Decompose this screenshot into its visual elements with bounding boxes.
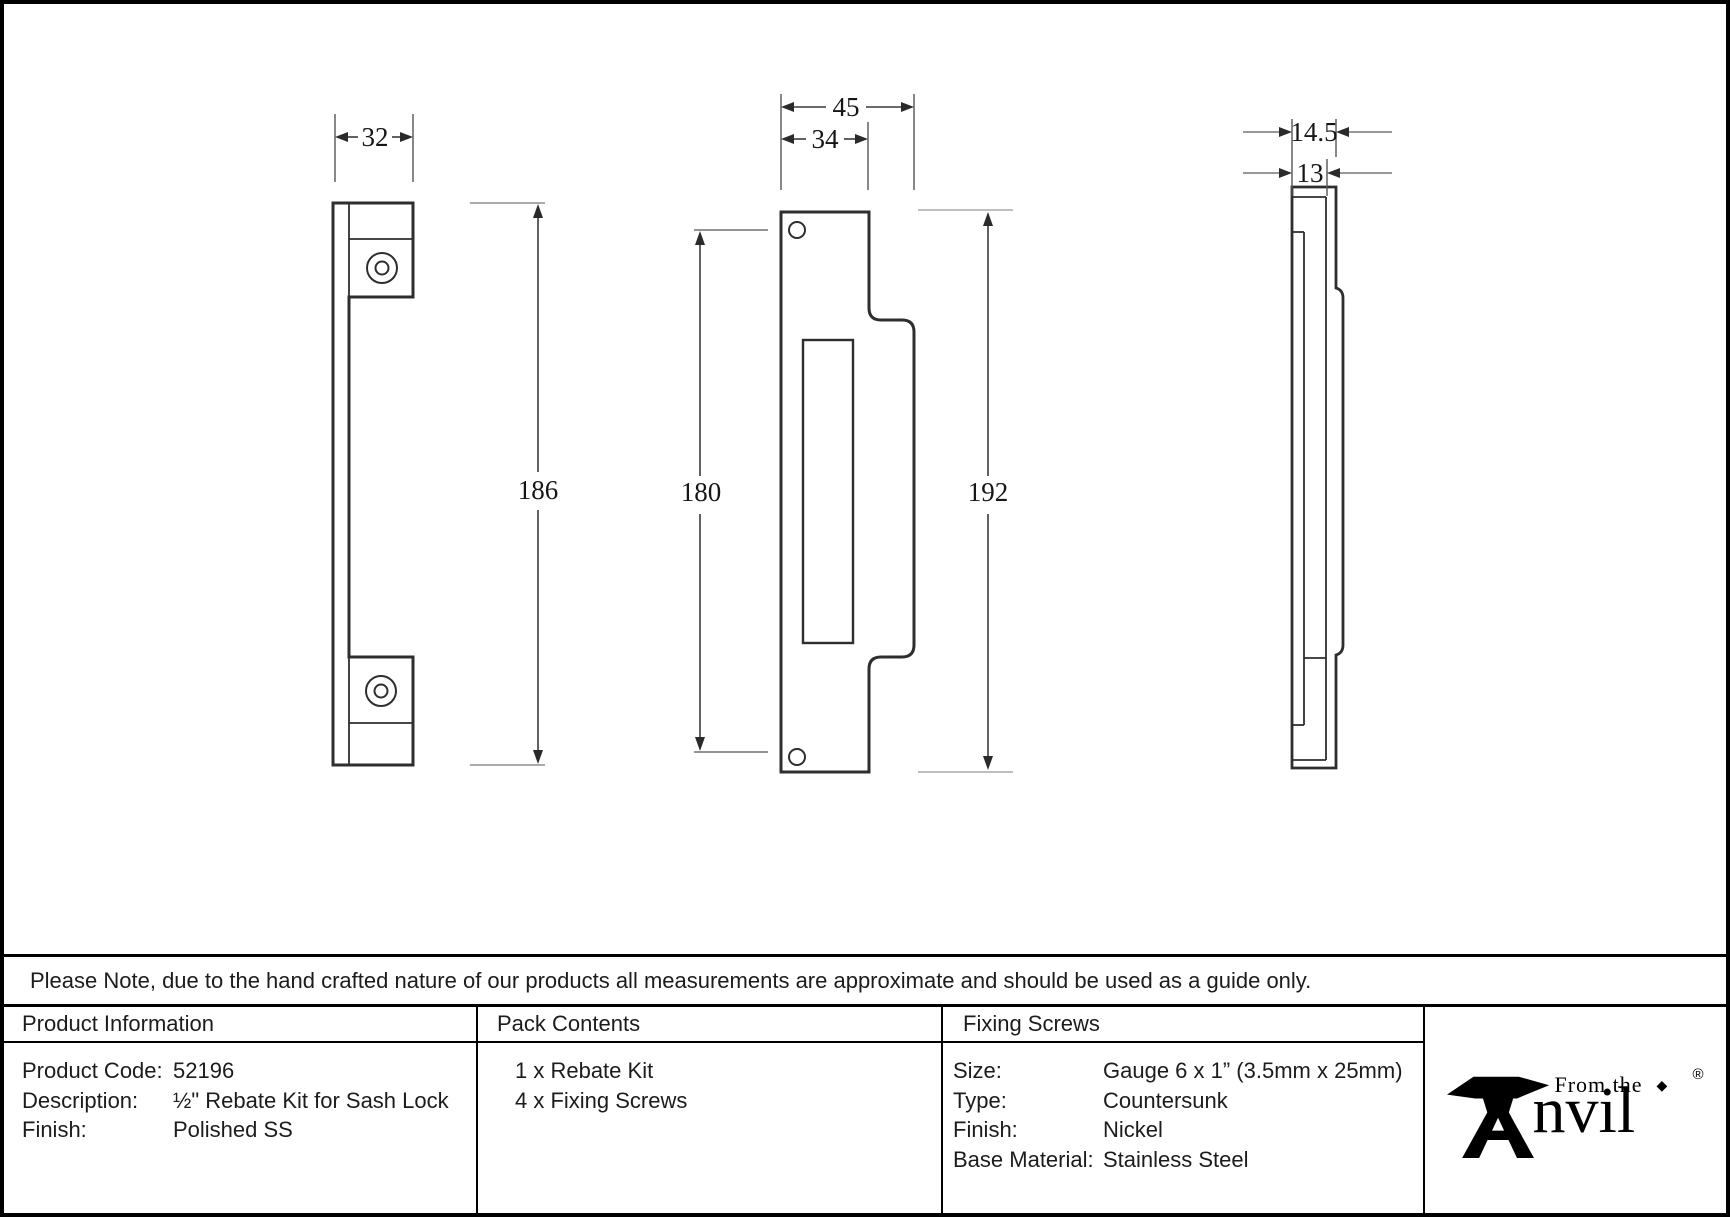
dim-label-186: 186	[518, 475, 559, 505]
row-label: Finish:	[953, 1117, 1018, 1142]
screw-type-value: Countersunk	[1103, 1087, 1228, 1113]
dim-34: 34	[781, 122, 869, 190]
anvil-logo: From the ◆ nvil ®	[1446, 1050, 1709, 1175]
dim-45: 45	[780, 92, 915, 190]
logo-brand-text: nvil	[1532, 1073, 1636, 1147]
screw-hole-icon	[366, 252, 398, 284]
dim-label-13: 13	[1297, 158, 1324, 188]
spec-table: Product Information Product Code: 52196 …	[0, 1007, 1730, 1217]
dim-180: 180	[681, 229, 768, 753]
latch-cutout	[801, 338, 855, 645]
row-label: Description:	[22, 1087, 139, 1113]
description-value: ½" Rebate Kit for Sash Lock	[173, 1087, 449, 1113]
dim-label-192: 192	[968, 477, 1009, 507]
dim-label-45: 45	[833, 92, 860, 122]
brand-logo-cell: From the ◆ nvil ®	[1425, 1007, 1730, 1217]
pack-contents-column: Pack Contents 1 x Rebate Kit 4 x Fixing …	[478, 1007, 943, 1217]
strike-plate-view	[779, 210, 916, 774]
side-profile-outline	[1290, 185, 1345, 770]
measurement-note: Please Note, due to the hand crafted nat…	[30, 967, 1312, 993]
strike-plate-outline	[779, 210, 916, 774]
technical-drawings: 32 186 45	[331, 92, 1392, 774]
row-label: Size:	[953, 1058, 1002, 1083]
dim-label-180: 180	[681, 477, 722, 507]
measurement-note-row: Please Note, due to the hand crafted nat…	[0, 954, 1730, 1007]
row-label: Product Code:	[22, 1058, 163, 1083]
product-information-header: Product Information	[0, 1007, 476, 1043]
screw-hole-icon	[788, 221, 806, 239]
dim-label-32: 32	[362, 122, 389, 152]
screw-hole-icon	[365, 675, 397, 707]
table-row: Product Code: 52196	[0, 1056, 476, 1086]
fixing-screws-column: Fixing Screws Size: Gauge 6 x 1” (3.5mm …	[943, 1007, 1425, 1217]
side-profile-inner-lines	[1292, 196, 1327, 761]
product-code-value: 52196	[173, 1058, 235, 1083]
rebate-strip-view	[331, 201, 415, 767]
diamond-icon: ◆	[1656, 1076, 1668, 1093]
dim-32: 32	[334, 114, 414, 182]
screw-finish-value: Nickel	[1103, 1117, 1163, 1142]
side-profile-view	[1290, 185, 1345, 770]
table-row: Description: ½" Rebate Kit for Sash Lock	[0, 1086, 476, 1116]
screw-hole-icon	[374, 260, 390, 276]
row-label: Finish:	[22, 1117, 87, 1142]
table-row: Finish: Polished SS	[0, 1115, 476, 1145]
row-label: Base Material:	[953, 1146, 1094, 1172]
screw-hole-icon	[788, 748, 806, 766]
pack-item: 1 x Rebate Kit	[515, 1058, 654, 1083]
row-label: Type:	[953, 1087, 1007, 1113]
screw-hole-icon	[373, 683, 389, 699]
screw-material-value: Stainless Steel	[1103, 1146, 1249, 1172]
dim-13: 13	[1243, 158, 1392, 196]
logo-tagline: From the	[1554, 1071, 1643, 1097]
table-row: Base Material: Stainless Steel	[953, 1145, 1423, 1175]
pack-contents-header: Pack Contents	[478, 1007, 941, 1043]
dim-label-34: 34	[812, 124, 840, 154]
table-row: Finish: Nickel	[953, 1115, 1423, 1145]
anvil-icon	[1446, 1076, 1549, 1158]
dim-14-5: 14.5	[1243, 117, 1392, 196]
registered-mark-icon: ®	[1692, 1065, 1704, 1083]
rebate-strip-outline	[331, 201, 415, 767]
finish-value: Polished SS	[173, 1117, 293, 1142]
table-row: Type: Countersunk	[953, 1086, 1423, 1116]
dim-192: 192	[918, 209, 1013, 773]
product-information-column: Product Information Product Code: 52196 …	[0, 1007, 478, 1217]
pack-item: 4 x Fixing Screws	[515, 1087, 688, 1113]
dim-186: 186	[470, 202, 559, 766]
screw-size-value: Gauge 6 x 1” (3.5mm x 25mm)	[1103, 1058, 1403, 1083]
dim-label-14-5: 14.5	[1290, 117, 1337, 147]
table-row: Size: Gauge 6 x 1” (3.5mm x 25mm)	[953, 1056, 1423, 1086]
fixing-screws-header: Fixing Screws	[943, 1007, 1423, 1043]
